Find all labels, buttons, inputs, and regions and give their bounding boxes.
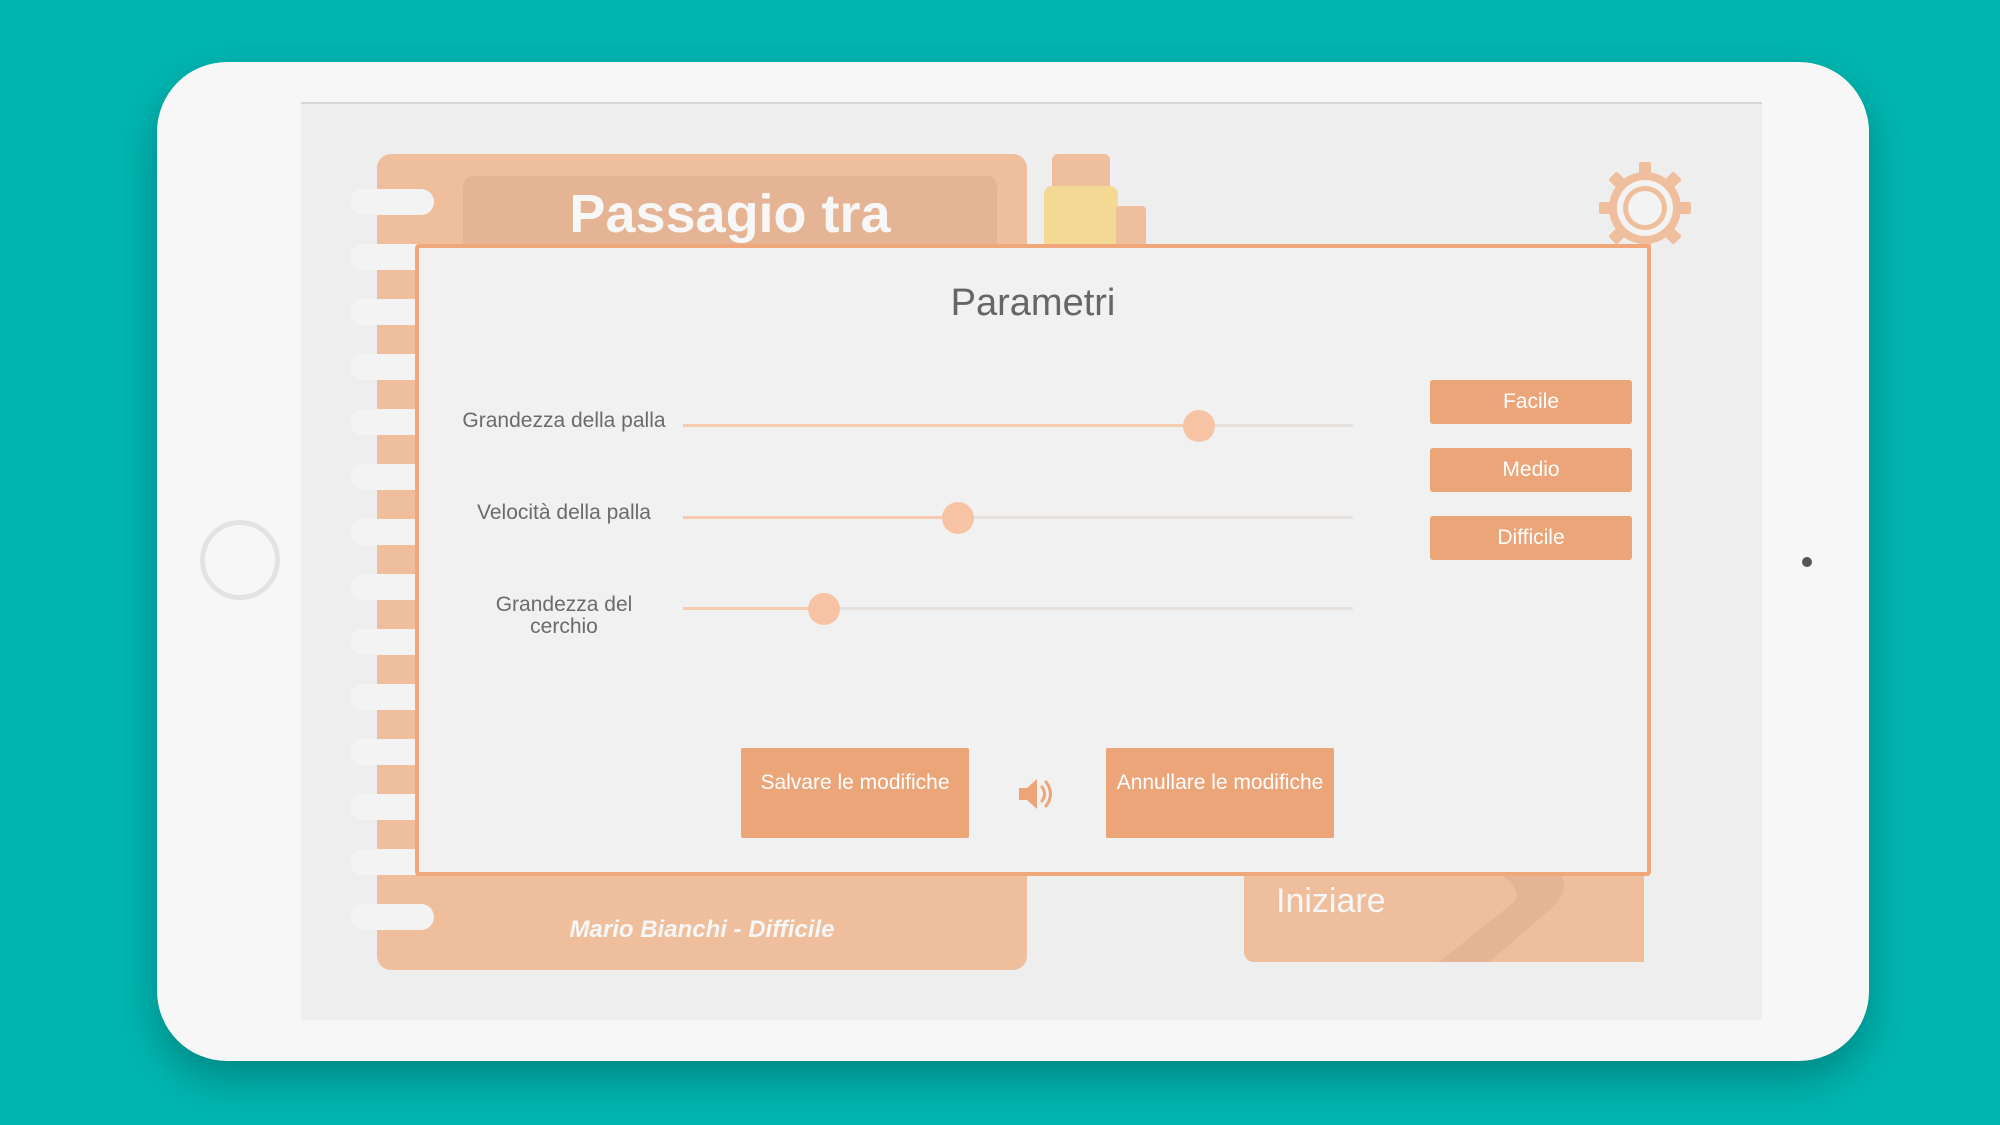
preset-medium-button[interactable]: Medio [1430, 448, 1632, 492]
player-info: Mario Bianchi - Difficile [569, 916, 835, 943]
slider-fill [683, 607, 824, 610]
start-button[interactable] [1244, 866, 1644, 962]
settings-dialog: Parametri Grandezza della palla Velocità… [415, 244, 1651, 876]
home-button[interactable] [200, 520, 280, 600]
slider-thumb[interactable] [941, 502, 974, 534]
app-screen: Passagio tra Mario Bianchi - Difficile [301, 102, 1762, 1020]
cancel-button[interactable]: Annullare le modifiche [1106, 748, 1334, 838]
preset-hard-button[interactable]: Difficile [1430, 516, 1632, 560]
slider-fill [683, 424, 1199, 427]
circle-size-label: Grandezza del cerchio [495, 593, 633, 638]
ball-speed-label: Velocità della palla [477, 501, 651, 524]
start-label: Iniziare [1276, 882, 1386, 920]
slider-fill [683, 516, 958, 519]
preset-easy-button[interactable]: Facile [1430, 380, 1632, 424]
ring [350, 904, 434, 930]
bookmark-tab-small [1116, 206, 1146, 246]
dialog-title: Parametri [950, 282, 1116, 324]
gear-icon[interactable] [1597, 160, 1693, 256]
circle-size-slider[interactable] [683, 593, 1353, 625]
ball-size-label: Grandezza della palla [462, 409, 666, 432]
slider-thumb[interactable] [807, 593, 840, 625]
speaker-icon[interactable] [1015, 774, 1055, 814]
ring [350, 189, 434, 215]
page-title: Passagio tra [569, 184, 891, 244]
slider-thumb[interactable] [1182, 410, 1215, 442]
save-button[interactable]: Salvare le modifiche [741, 748, 969, 838]
ball-speed-slider[interactable] [683, 502, 1353, 534]
ball-size-slider[interactable] [683, 410, 1353, 442]
camera-dot [1802, 557, 1812, 567]
